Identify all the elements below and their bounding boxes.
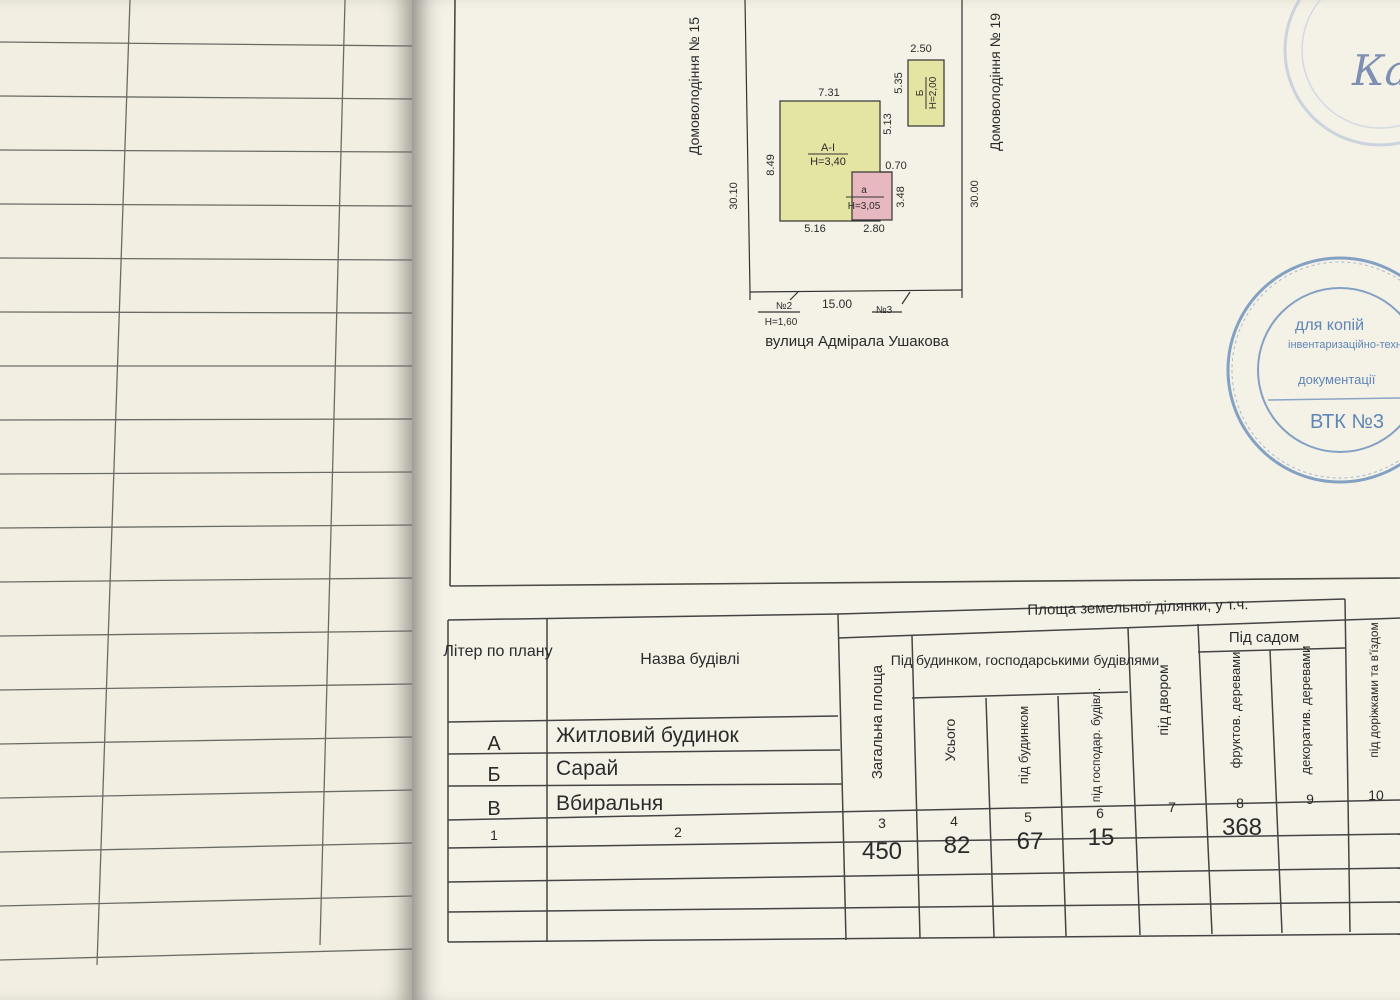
left-ruled-table (0, 0, 412, 966)
header-decorative: декоратив. деревами (1298, 646, 1313, 775)
header-paths: під доріжками та в'їздом (1367, 622, 1381, 758)
row-letter-a: А (487, 733, 501, 755)
header-letter: Літер по плану (443, 643, 552, 660)
col-num-3: 3 (878, 815, 886, 831)
row-name-c: Вбиральня (556, 792, 663, 815)
annex-letter: а (861, 185, 867, 196)
plot-front-boundary (749, 289, 963, 293)
annex-height: Н=3,05 (848, 201, 881, 212)
row-name-a: Житловий будинок (556, 724, 740, 747)
right-page: А-І Н=3,40 а Н=3,05 Б Н=2,00 7.31 8.49 5… (412, 0, 1400, 1000)
value-fruit: 368 (1222, 814, 1262, 841)
header-buildings-group: Під будинком, господарськими будівлями (891, 652, 1159, 668)
plot-left-boundary (744, 0, 751, 293)
fence-left-height: Н=1,60 (765, 317, 798, 328)
stamp-top: Ка (1283, 0, 1400, 147)
header-garden-group: Під садом (1229, 629, 1299, 646)
dim-annex-bottom: 2.80 (863, 223, 884, 235)
col-num-10: 10 (1368, 787, 1384, 803)
house-height: Н=3,40 (810, 156, 846, 168)
dim-house-bottom: 5.16 (804, 223, 825, 235)
value-under-house: 67 (1017, 828, 1044, 855)
right-page-drawing: А-І Н=3,40 а Н=3,05 Б Н=2,00 7.31 8.49 5… (443, 0, 1400, 943)
stamp-text-3: документації (1298, 372, 1376, 387)
stamp-text-1: для копій (1295, 317, 1364, 334)
col-num-6: 6 (1096, 805, 1104, 821)
col-num-7: 7 (1168, 799, 1176, 815)
handwritten-mark: Ка (1351, 46, 1400, 95)
annex-footprint (851, 171, 893, 221)
header-under-outbuildings: під господар. будівл. (1089, 688, 1103, 803)
site-plan: А-І Н=3,40 а Н=3,05 Б Н=2,00 7.31 8.49 5… (686, 0, 1003, 350)
area-table: Літер по плану Назва будівлі Площа земел… (443, 596, 1400, 943)
fence-right-number: №3 (876, 305, 893, 316)
row-letter-b: Б (487, 764, 500, 786)
neighbor-left: Домоволодіння № 15 (686, 17, 702, 155)
row-name-b: Сарай (556, 757, 618, 780)
header-area-group: Площа земельної ділянки, у т.ч. (1027, 596, 1249, 619)
dim-house-right-upper: 5.13 (882, 113, 894, 134)
neighbor-right: Домоволодіння № 19 (987, 13, 1003, 151)
value-under-outbuildings: 15 (1088, 824, 1115, 851)
header-under-house: під будинком (1016, 706, 1031, 784)
col-num-5: 5 (1024, 809, 1032, 825)
street-name: вулиця Адмірала Ушакова (765, 333, 949, 350)
col-num-2: 2 (674, 824, 682, 840)
stamp-text-2: інвентаризаційно-технічної (1288, 339, 1400, 351)
dim-plot-front: 15.00 (822, 297, 852, 311)
header-all: Усього (942, 718, 958, 761)
plan-frame (449, 0, 1400, 587)
dim-shed-width: 2.50 (910, 43, 931, 55)
dim-house-top: 7.31 (818, 87, 839, 99)
left-page (0, 0, 412, 1000)
col-num-9: 9 (1306, 791, 1314, 807)
shed-height: Н=2,00 (928, 76, 939, 109)
dim-shed-length: 5.35 (893, 72, 905, 93)
dim-annex-right: 3.48 (895, 186, 907, 207)
fence-left-number: №2 (776, 301, 793, 312)
value-total: 450 (862, 838, 902, 865)
stamp-text-4: ВТК №3 (1310, 411, 1384, 433)
header-name: Назва будівлі (640, 651, 739, 668)
stamp-btk: для копій інвентаризаційно-технічної док… (1226, 256, 1400, 484)
col-num-4: 4 (950, 813, 958, 829)
row-letter-c: В (487, 798, 500, 820)
dim-plot-right: 30.00 (969, 180, 981, 208)
header-fruit: фруктов. деревами (1228, 652, 1243, 769)
value-all: 82 (944, 832, 971, 859)
dim-step: 0.70 (885, 160, 906, 172)
dim-house-left: 8.49 (765, 154, 777, 175)
house-letter: А-І (821, 142, 835, 154)
shed-letter: Б (915, 89, 926, 96)
header-total: Загальна площа (869, 664, 886, 779)
header-yard: під двором (1155, 664, 1171, 735)
dim-plot-left: 30.10 (728, 182, 740, 210)
col-num-1: 1 (490, 827, 498, 843)
col-num-8: 8 (1236, 795, 1244, 811)
